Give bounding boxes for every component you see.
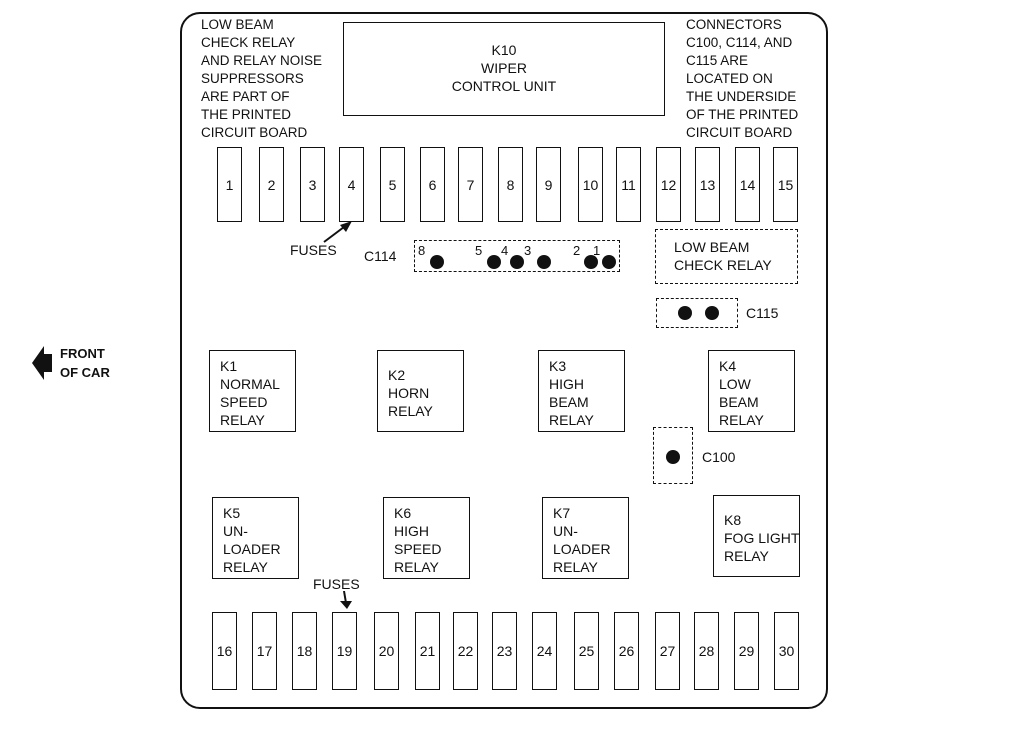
c115-label: C115: [746, 305, 779, 321]
fuse-9: 9: [536, 147, 561, 222]
fuse-25: 25: [574, 612, 599, 690]
fuse-14: 14: [735, 147, 760, 222]
fuse-1: 1: [217, 147, 242, 222]
relay-k7: K7 UN- LOADER RELAY: [542, 497, 629, 579]
relay-k2: K2 HORN RELAY: [377, 350, 464, 432]
c114-connector: [414, 240, 620, 272]
relay-k1: K1 NORMAL SPEED RELAY: [209, 350, 296, 432]
fuse-28: 28: [694, 612, 719, 690]
relay-k6: K6 HIGH SPEED RELAY: [383, 497, 470, 579]
c114-pin: [602, 255, 616, 269]
c114-pin-label: 3: [524, 243, 532, 258]
arrow-down-icon: [340, 591, 352, 609]
fuse-13: 13: [695, 147, 720, 222]
fuse-27: 27: [655, 612, 680, 690]
c115-pin: [678, 306, 692, 320]
c114-pin-label: 5: [475, 243, 483, 258]
fuse-26: 26: [614, 612, 639, 690]
front-of-car-label: FRONT OF CAR: [60, 346, 110, 380]
relay-k3: K3 HIGH BEAM RELAY: [538, 350, 625, 432]
right-note: CONNECTORS C100, C114, AND C115 ARE LOCA…: [686, 17, 799, 140]
fuse-17: 17: [252, 612, 277, 690]
fuse-7: 7: [458, 147, 483, 222]
c114-pin: [510, 255, 524, 269]
c114-label: C114: [364, 248, 397, 264]
c100-label: C100: [702, 449, 736, 465]
fuse-29: 29: [734, 612, 759, 690]
fuse-5: 5: [380, 147, 405, 222]
c114-pin: [430, 255, 444, 269]
fuse-panel-board: [180, 12, 828, 709]
c115-pin: [705, 306, 719, 320]
fuse-6: 6: [420, 147, 445, 222]
fuse-12: 12: [656, 147, 681, 222]
c100-pin: [666, 450, 680, 464]
low-beam-check-relay: LOW BEAM CHECK RELAY: [655, 229, 798, 284]
fuse-20: 20: [374, 612, 399, 690]
c100-connector: [653, 427, 693, 484]
front-arrow-icon: [32, 346, 52, 380]
c114-pin: [584, 255, 598, 269]
fuse-2: 2: [259, 147, 284, 222]
fuse-4: 4: [339, 147, 364, 222]
c114-pin-label: 2: [573, 243, 581, 258]
c114-pin: [487, 255, 501, 269]
c114-pin: [537, 255, 551, 269]
fuses-label-bottom: FUSES: [313, 576, 360, 592]
c114-pin-label: 4: [501, 243, 509, 258]
fuse-22: 22: [453, 612, 478, 690]
c114-pin-label: 1: [593, 243, 601, 258]
fuse-11: 11: [616, 147, 641, 222]
relay-k8: K8 FOG LIGHT RELAY: [713, 495, 800, 577]
fuses-label-top: FUSES: [290, 242, 337, 258]
fuse-15: 15: [773, 147, 798, 222]
fuse-23: 23: [492, 612, 517, 690]
fuse-18: 18: [292, 612, 317, 690]
fuse-10: 10: [578, 147, 603, 222]
fuse-21: 21: [415, 612, 440, 690]
fuse-30: 30: [774, 612, 799, 690]
c115-connector: [656, 298, 738, 328]
fuse-19: 19: [332, 612, 357, 690]
fuse-3: 3: [300, 147, 325, 222]
k10-wiper-control-unit: K10 WIPER CONTROL UNIT: [343, 22, 665, 116]
arrow-icon: [323, 221, 352, 243]
fuse-8: 8: [498, 147, 523, 222]
left-note: LOW BEAM CHECK RELAY AND RELAY NOISE SUP…: [201, 17, 323, 140]
relay-k5: K5 UN- LOADER RELAY: [212, 497, 299, 579]
fuse-24: 24: [532, 612, 557, 690]
c114-pin-label: 8: [418, 243, 426, 258]
relay-k4: K4 LOW BEAM RELAY: [708, 350, 795, 432]
fuse-16: 16: [212, 612, 237, 690]
